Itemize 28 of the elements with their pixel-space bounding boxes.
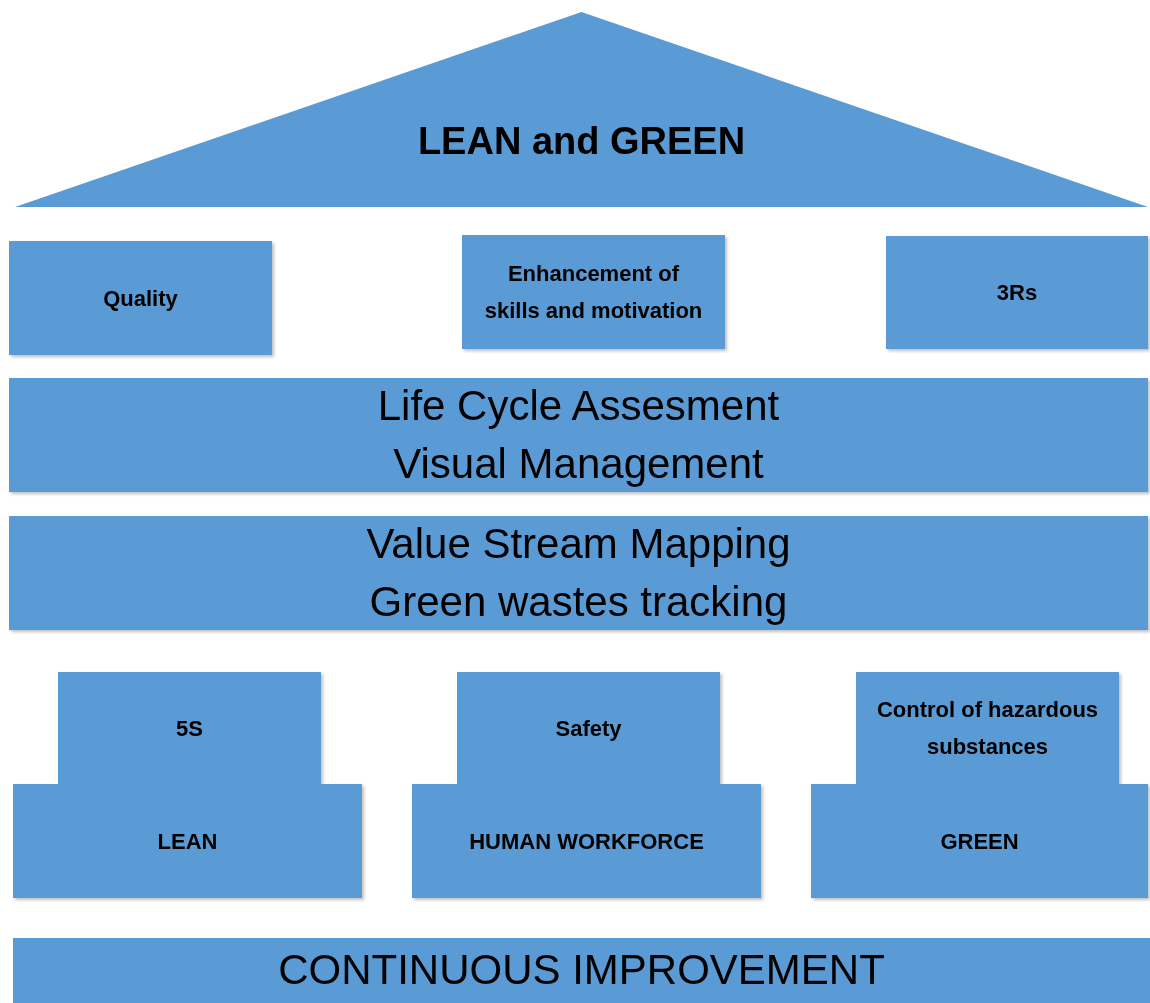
roof-title: LEAN and GREEN <box>417 118 746 164</box>
pillar-box <box>886 236 1148 349</box>
pillar-box <box>856 672 1119 784</box>
box-label: Enhancement of skills and motivation <box>483 260 704 325</box>
base-band <box>13 938 1150 1003</box>
box-label: 5S <box>175 714 204 743</box>
band-box <box>9 378 1148 492</box>
box-label: Quality <box>102 284 179 313</box>
box-label: GREEN <box>939 827 1020 856</box>
pillar-box <box>9 241 272 355</box>
box-label: HUMAN WORKFORCE <box>468 827 705 856</box>
box-label: Control of hazardous substances <box>875 696 1100 761</box>
box-label: Green wastes tracking <box>369 577 788 627</box>
foundation-box <box>13 784 362 898</box>
band-box <box>9 516 1148 630</box>
foundation-box <box>811 784 1148 898</box>
pillar-box <box>462 235 725 349</box>
box-label: Life Cycle Assesment <box>377 381 780 431</box>
box-label: CONTINUOUS IMPROVEMENT <box>278 945 885 996</box>
pillar-box <box>457 672 720 784</box>
box-label: Safety <box>554 714 623 743</box>
roof-triangle <box>15 12 1148 207</box>
box-label: Value Stream Mapping <box>366 519 791 569</box>
box-label: 3Rs <box>995 279 1039 307</box>
pillar-box <box>58 672 321 784</box>
foundation-box <box>412 784 761 898</box>
box-label: Visual Management <box>393 439 764 489</box>
box-label: LEAN <box>156 827 219 856</box>
